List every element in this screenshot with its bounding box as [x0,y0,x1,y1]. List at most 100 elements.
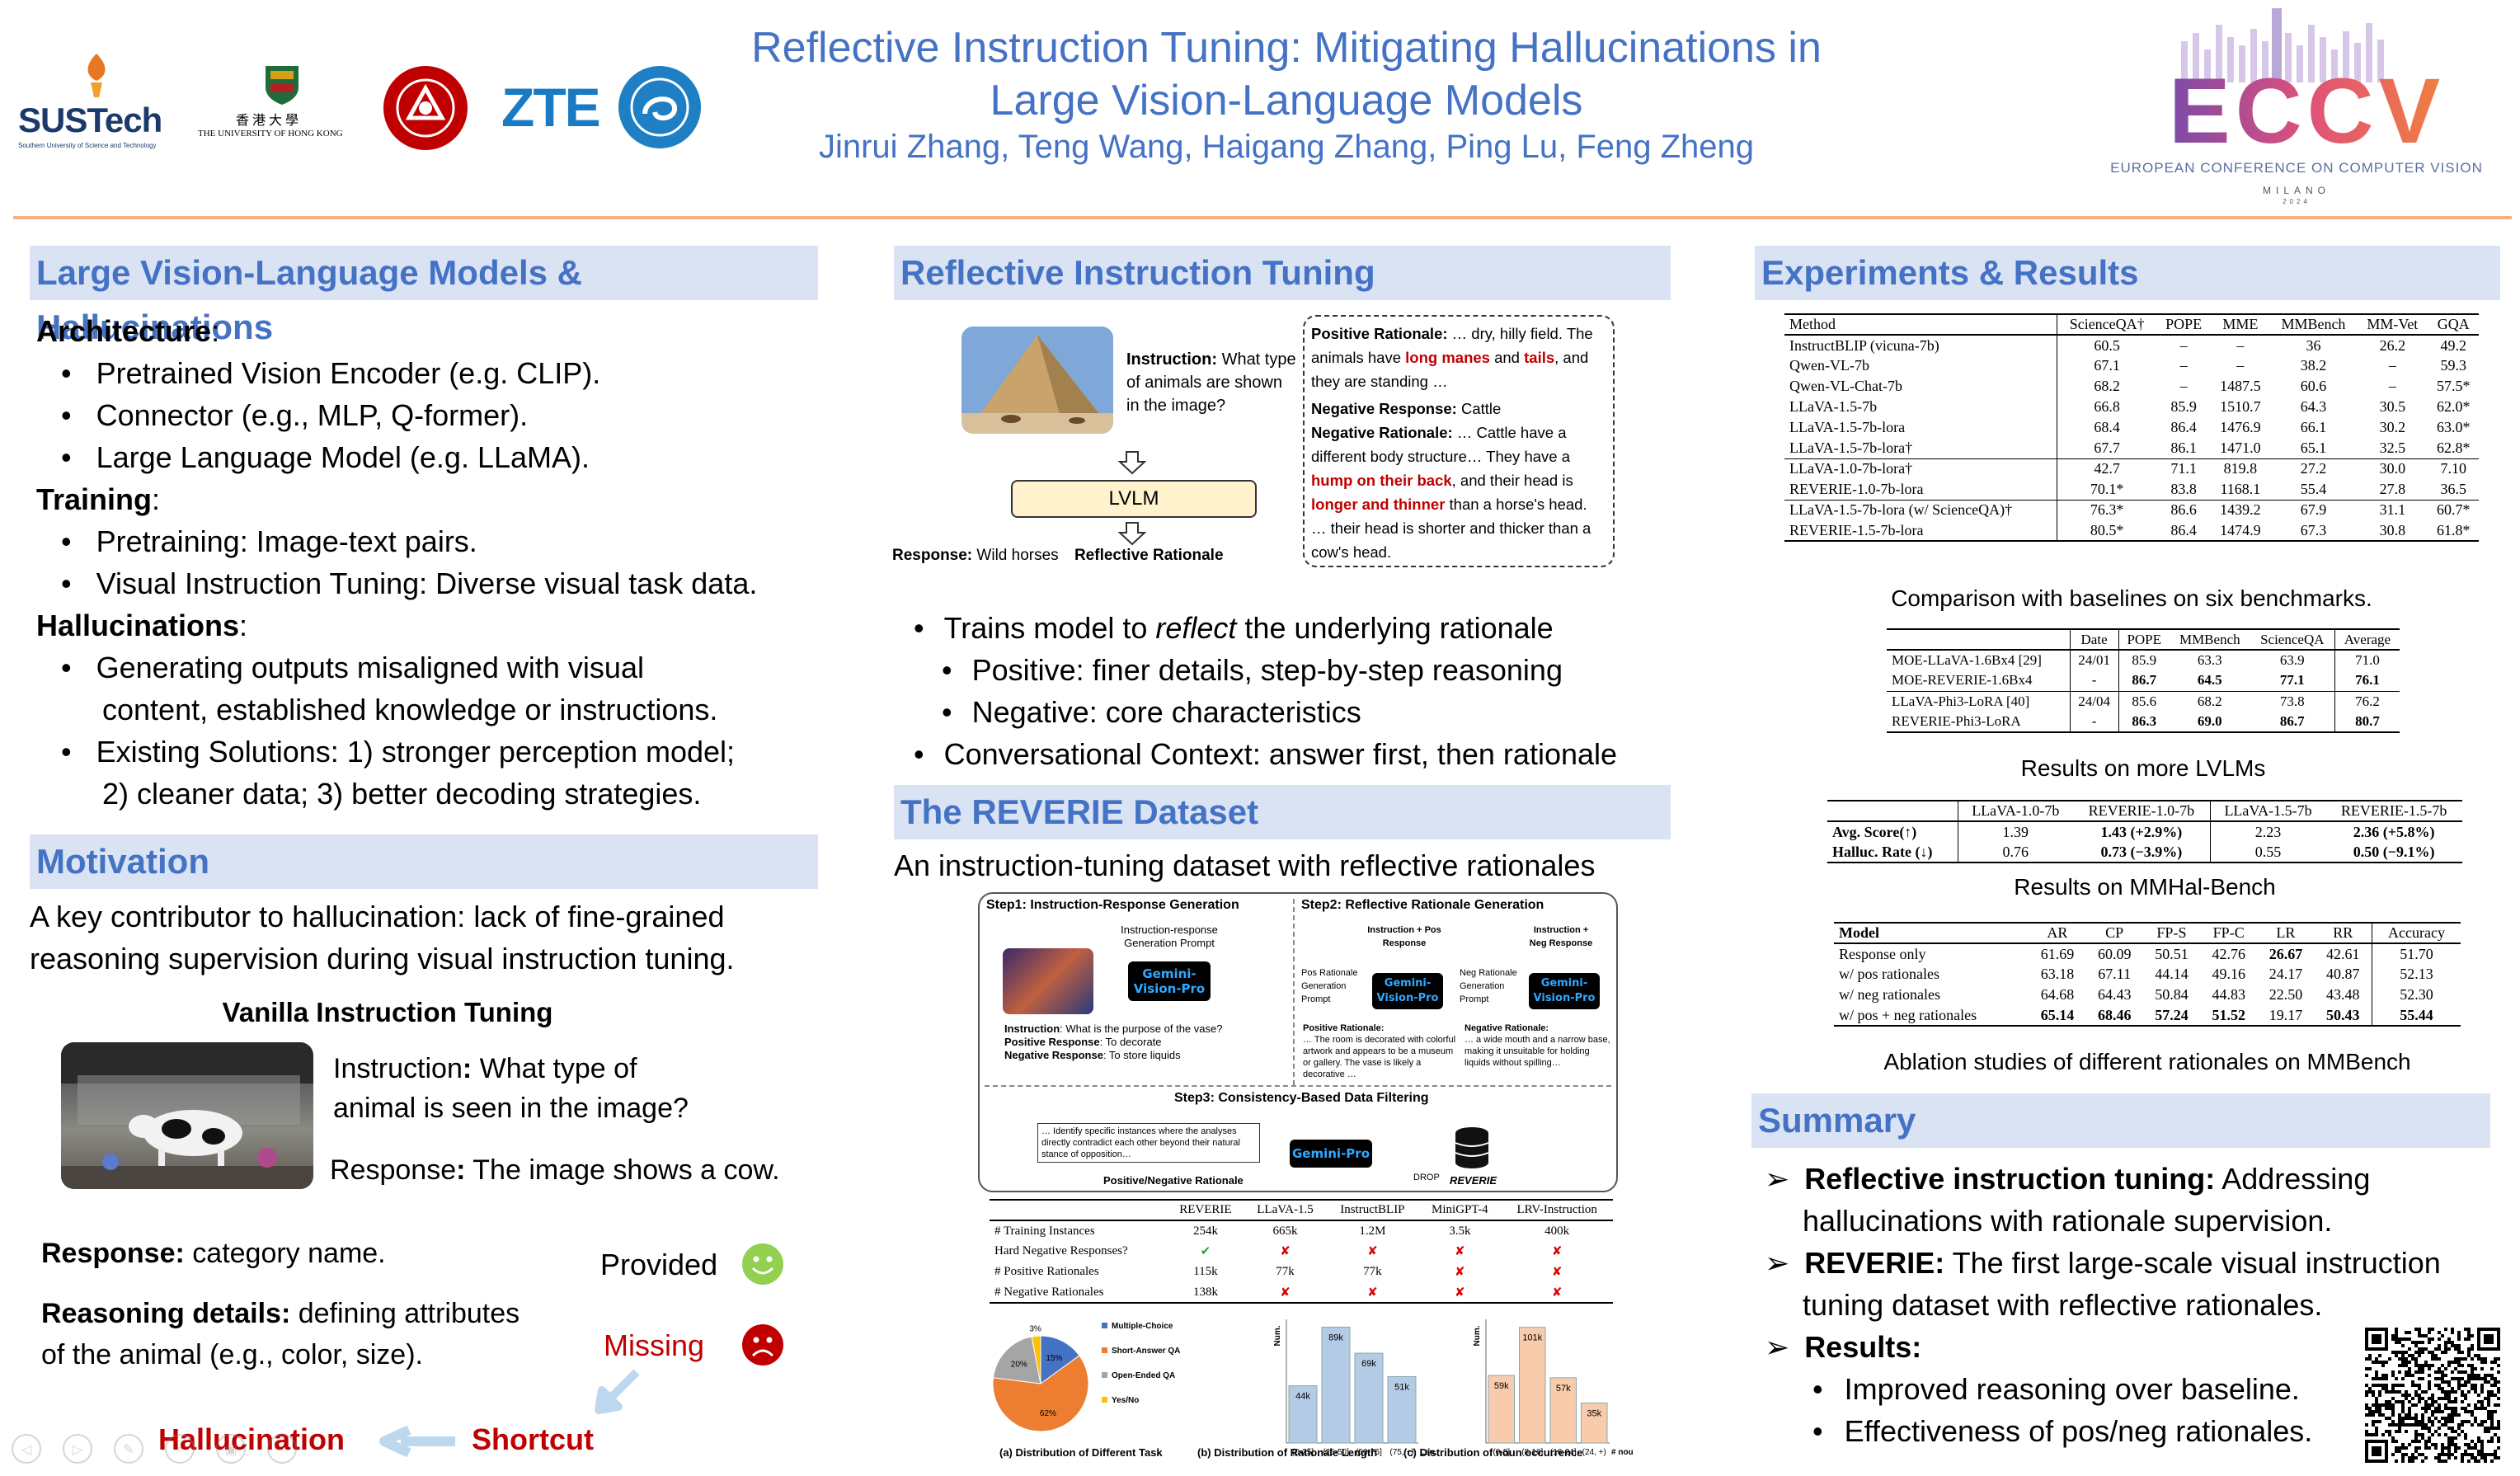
qr-module [2414,1394,2418,1397]
qr-module [2414,1364,2418,1367]
neg-gen-prompt: Neg Rationale Generation Prompt [1460,968,1517,1004]
qr-module [2497,1370,2500,1374]
table-cell: 43.48 [2326,986,2360,1003]
qr-module [2391,1351,2395,1354]
step1-neg: : To store liquids [1102,1049,1181,1061]
qr-module [2454,1413,2457,1417]
col-header: MM-Vet [2367,316,2419,332]
qr-module [2438,1344,2441,1347]
smile-icon [742,1243,783,1285]
qr-module [2424,1400,2428,1403]
gemini-vision-neg-box: Gemini-Vision-Pro [1529,973,1600,1009]
table-cell: LLaVA-Phi3-LoRA [40] [1892,693,2030,709]
pen-icon[interactable]: ✎ [114,1434,143,1464]
table-cell: – [2388,357,2396,374]
qr-module [2451,1344,2454,1347]
qr-module [2385,1400,2388,1403]
qr-module [2418,1440,2421,1443]
zoom-icon[interactable]: ⌕ [165,1434,195,1464]
col-header: LR [2276,924,2296,941]
qr-module [2365,1430,2368,1433]
table-cell: 62.0* [2437,398,2471,415]
qr-module [2477,1453,2480,1456]
ablation-table: Model AR CP FP-S FP-C LR RR Accuracy Res… [1834,922,2461,1027]
qr-module [2464,1436,2467,1440]
lab-logo [618,66,701,148]
table-cell: 73.8 [2279,693,2305,709]
qr-module [2467,1337,2471,1341]
qr-module [2411,1384,2414,1387]
qr-module [2414,1357,2418,1361]
table-cell: 61.69 [2040,945,2075,962]
qr-module [2451,1453,2454,1456]
qr-module [2471,1413,2474,1417]
swirl-icon [630,78,689,137]
table-cell: 1.43 (+2.9%) [2100,823,2183,840]
neg-rat-t2: , and their head is [1451,472,1573,489]
qr-module [2471,1446,2474,1450]
table-cell: 51.52 [2212,1006,2245,1023]
qr-module [2431,1364,2434,1367]
col-header: GQA [2437,316,2470,332]
vanilla-title: Vanilla Instruction Tuning [222,997,553,1027]
sustech-name: SUSTech [18,101,162,139]
qr-module [2467,1377,2471,1380]
qr-module [2444,1374,2447,1377]
qr-module [2454,1361,2457,1364]
table-cell: 30.2 [2379,419,2406,435]
table-cell: 1487.5 [2220,378,2261,394]
qr-module [2375,1370,2378,1374]
qr-module [2441,1410,2444,1413]
qr-module [2447,1361,2451,1364]
qr-module [2444,1403,2447,1407]
more-icon[interactable]: ⋯ [267,1434,297,1464]
next-icon[interactable]: ▷ [63,1434,92,1464]
qr-module [2461,1351,2464,1354]
qr-module [2391,1397,2395,1400]
qr-module [2431,1354,2434,1357]
qr-module [2424,1364,2428,1367]
table-header-row: LLaVA-1.0-7b REVERIE-1.0-7b LLaVA-1.5-7b… [1827,801,2462,821]
qr-module [2424,1361,2428,1364]
qr-module [2418,1370,2421,1374]
reasoning-attr: Reasoning details: defining attributes o… [41,1293,520,1375]
qr-module [2411,1417,2414,1420]
qr-module [2487,1380,2490,1384]
qr-module [2365,1367,2368,1370]
qr-module [2405,1351,2408,1354]
camera-icon[interactable]: ▣ [216,1434,246,1464]
table-cell: 42.61 [2326,945,2360,962]
cross-icon: ✘ [1455,1266,1465,1279]
vase-image [1003,948,1093,1014]
cell: # Training Instances [994,1224,1095,1238]
qr-module [2490,1460,2494,1463]
table-cell: 62.8* [2437,439,2471,456]
rit-instr-text: What type of animals are shown in the im… [1126,350,1296,415]
qr-module [2401,1364,2405,1367]
stats-h: REVERIE [1179,1203,1232,1216]
table-cell: MOE-LLaVA-1.6Bx4 [29] [1892,652,2042,668]
legend-swatch [1102,1347,1107,1353]
qr-code[interactable] [2365,1328,2500,1463]
neg-resp-label: Negative Response: [1311,400,1457,417]
table-cell: 59.3 [2440,357,2467,374]
table-cell: 19.17 [2268,1006,2303,1023]
section-title-motivation: Motivation [30,834,818,889]
stats-h: LLaVA-1.5 [1257,1203,1314,1216]
main-results-table: Method ScienceQA† POPE MME MMBench MM-Ve… [1784,313,2479,542]
qr-module [2487,1427,2490,1430]
check-icon: ✔ [1200,1245,1211,1258]
qr-module [2411,1357,2414,1361]
gemini-vision-box: Gemini-Vision-Pro [1128,961,1211,1001]
rit-bullets: • Trains model to reflect the underlying… [914,611,1618,771]
qr-module [2411,1440,2414,1443]
qr-module [2467,1364,2471,1367]
prev-icon[interactable]: ◁ [12,1434,41,1464]
qr-module [2477,1377,2480,1380]
qr-module [2457,1380,2461,1384]
pie-slice [1031,1335,1041,1384]
qr-module [2424,1390,2428,1394]
qr-module [2441,1397,2444,1400]
